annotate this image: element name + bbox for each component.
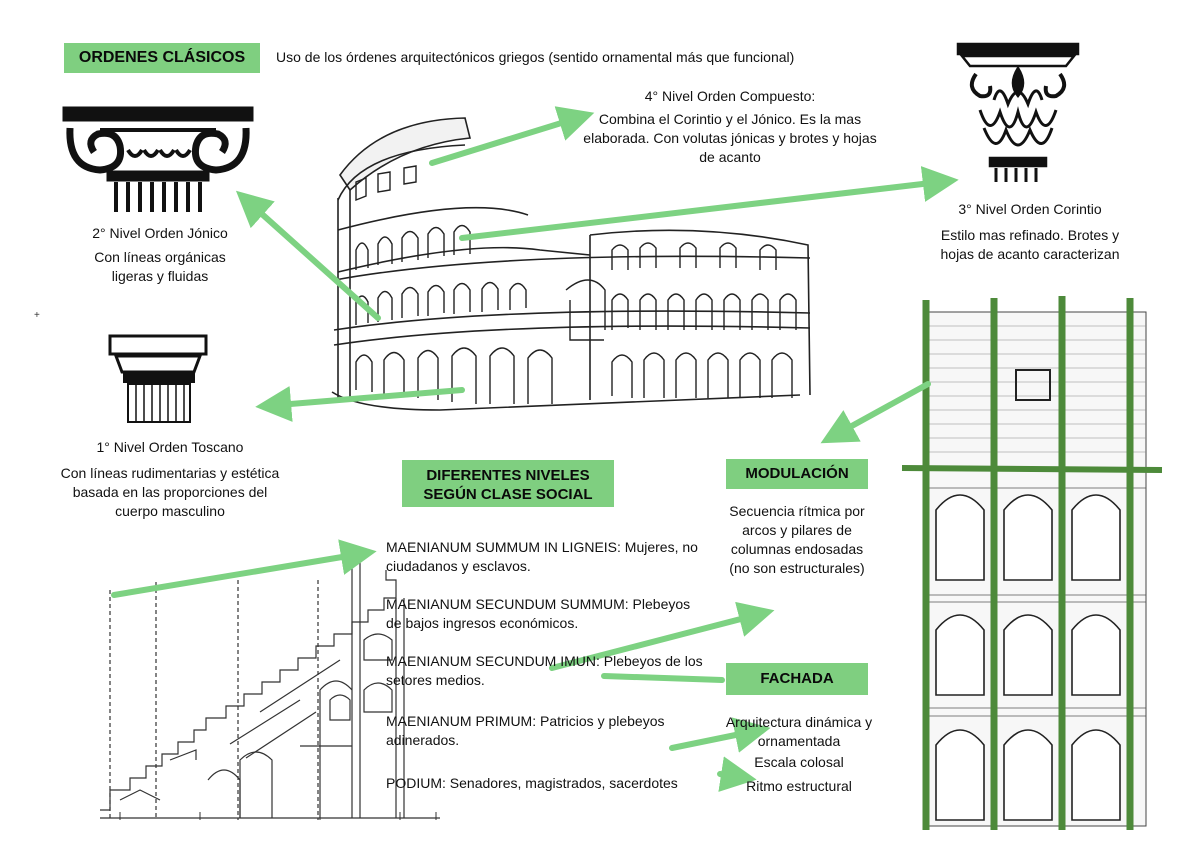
arrow-to-fachada-2 xyxy=(669,717,771,753)
arrows-layer xyxy=(111,106,959,792)
fachada-tag: FACHADA xyxy=(726,663,868,695)
plus-mark: + xyxy=(34,310,40,321)
cavea-section-illustration xyxy=(100,547,440,820)
facade-elevation-illustration xyxy=(901,296,1163,830)
arrow-to-corintio xyxy=(459,166,959,241)
jonico-title: 2° Nivel Orden Jónico xyxy=(92,225,228,241)
social-level-4: MAENIANUM PRIMUM: Patricios y plebeyos a… xyxy=(386,713,665,748)
ordenes-clasicos-tag: ORDENES CLÁSICOS xyxy=(64,43,260,73)
corintio-desc: Estilo mas refinado. Brotes y hojas de a… xyxy=(940,227,1120,262)
fachada-item-1: Arquitectura dinámica y ornamentada xyxy=(725,714,873,749)
arrow-to-fachada-1 xyxy=(601,673,725,683)
diferentes-niveles-tag: DIFERENTES NIVELES SEGÚN CLASE SOCIAL xyxy=(402,460,614,507)
corinthian-column-illustration xyxy=(956,42,1080,182)
fachada-item-3: Ritmo estructural xyxy=(746,778,852,794)
arrow-to-modulacion xyxy=(549,601,775,671)
social-level-1: MAENIANUM SUMMUM IN LIGNEIS: Mujeres, no… xyxy=(386,539,698,574)
arrow-to-social-levels xyxy=(111,539,377,598)
corintio-title: 3° Nivel Orden Corintio xyxy=(958,201,1102,217)
modulacion-desc: Secuencia rítmica por arcos y pilares de… xyxy=(729,503,865,576)
toscano-title: 1° Nivel Orden Toscano xyxy=(96,439,244,455)
colosseum-illustration xyxy=(331,117,811,411)
arrow-to-compuesto xyxy=(429,106,595,166)
social-level-5: PODIUM: Senadores, magistrados, sacerdot… xyxy=(386,775,678,791)
compuesto-title: 4° Nivel Orden Compuesto: xyxy=(644,88,816,104)
arrow-to-toscano xyxy=(255,386,465,422)
social-level-2: MAENIANUM SECUNDUM SUMMUM: Plebeyos de b… xyxy=(386,596,691,631)
fachada-item-2: Escala colosal xyxy=(754,754,844,770)
header-subtitle: Uso de los órdenes arquitectónicos grieg… xyxy=(276,49,795,65)
social-level-3: MAENIANUM SECUNDUM IMUN: Plebeyos de los… xyxy=(386,653,703,688)
compuesto-desc: Combina el Corintio y el Jónico. Es la m… xyxy=(583,111,877,165)
ionic-column-illustration xyxy=(62,106,254,212)
arrow-to-jonico xyxy=(235,190,381,321)
jonico-desc: Con líneas orgánicas ligeras y fluidas xyxy=(94,249,226,284)
tuscan-column-illustration xyxy=(108,334,208,423)
arrow-to-fachada-3 xyxy=(717,756,757,792)
arrow-to-facade xyxy=(820,381,931,444)
toscano-desc: Con líneas rudimentarias y estética basa… xyxy=(60,465,280,519)
modulacion-tag: MODULACIÓN xyxy=(726,459,868,489)
